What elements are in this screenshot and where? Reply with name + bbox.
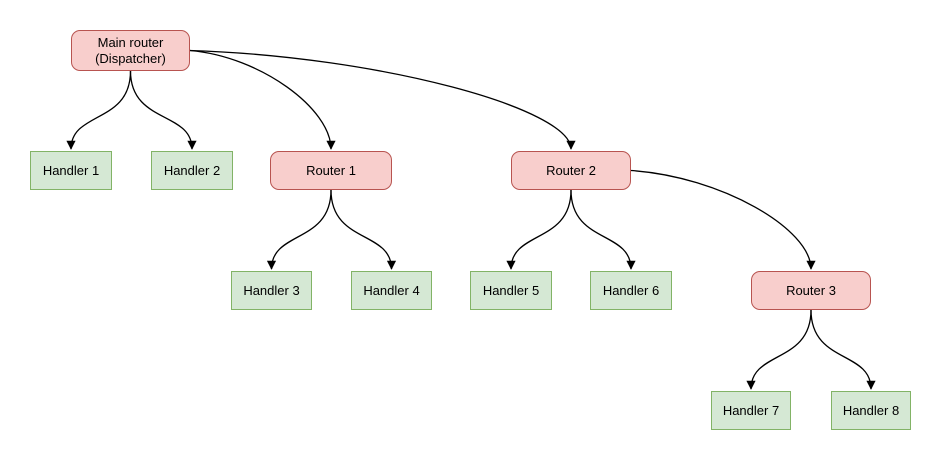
node-handler-4: Handler 4 [351,271,432,310]
edge-router-3-to-handler-8 [810,309,876,390]
node-router-1: Router 1 [270,151,392,190]
edge-main-router-to-router-2 [189,49,576,150]
node-handler-7: Handler 7 [711,391,791,430]
edge-main-router-to-router-1 [189,49,336,150]
node-router-3: Router 3 [751,271,871,310]
node-handler-5: Handler 5 [470,271,552,310]
node-handler-3: Handler 3 [231,271,312,310]
node-handler-8: Handler 8 [831,391,911,430]
edge-router-2-to-handler-5 [506,189,572,270]
node-handler-1: Handler 1 [30,151,112,190]
node-main-router: Main router (Dispatcher) [71,30,190,71]
edge-router-2-to-router-3 [630,169,816,270]
node-router-2: Router 2 [511,151,631,190]
edge-main-router-to-handler-1 [66,70,132,150]
edge-router-1-to-handler-4 [330,189,397,270]
edge-router-2-to-handler-6 [570,189,636,270]
edge-main-router-to-handler-2 [129,70,197,150]
node-handler-2: Handler 2 [151,151,233,190]
node-handler-6: Handler 6 [590,271,672,310]
edge-router-1-to-handler-3 [266,189,332,270]
edge-router-3-to-handler-7 [746,309,812,390]
